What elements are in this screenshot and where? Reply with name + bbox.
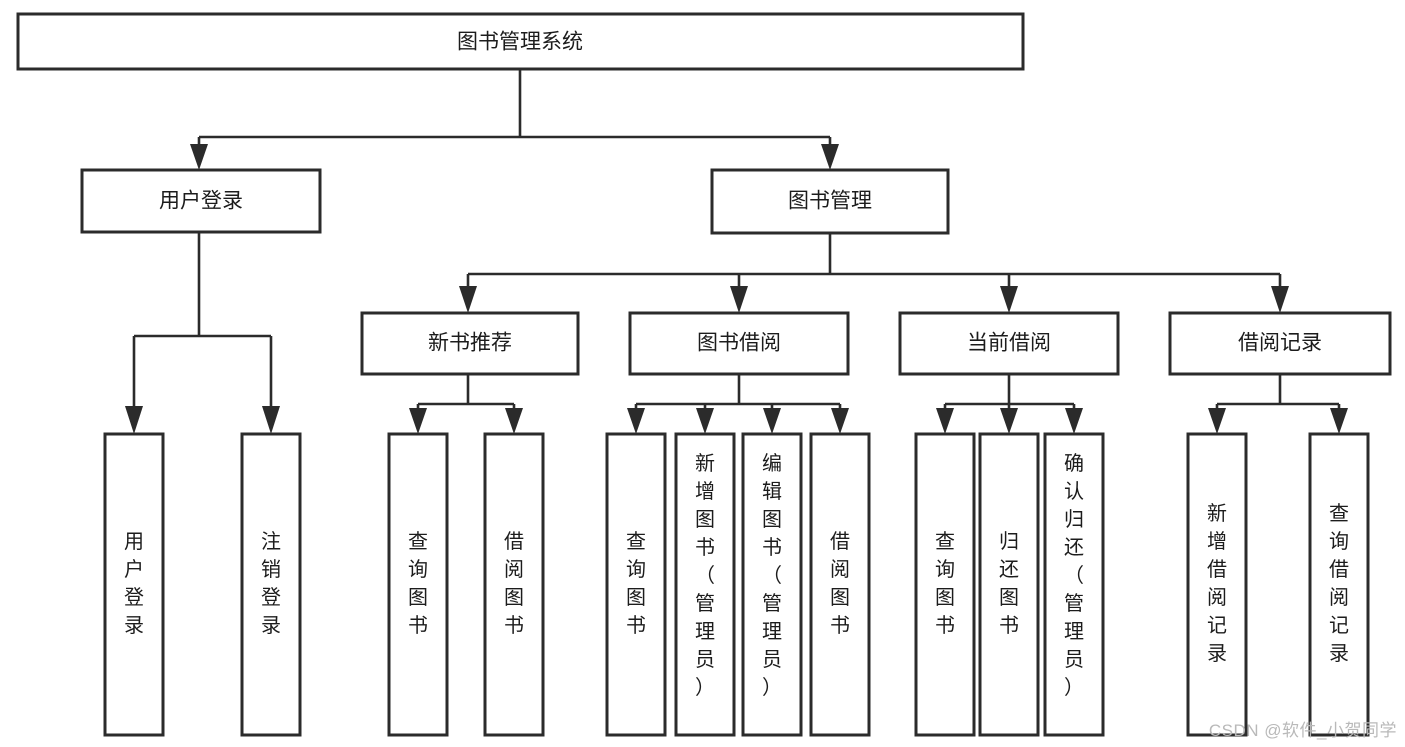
arrow-icon-current-borrow-leaf-1	[936, 408, 954, 434]
node-book-borrow[interactable]: 图书借阅	[628, 311, 850, 376]
leaf-add-book-admin-box[interactable]	[674, 432, 736, 737]
node-root-label: 图书管理系统	[457, 31, 583, 54]
node-new-book-recommend-box[interactable]	[360, 311, 580, 376]
leaf-query-borrow-record-label: 查询借阅记录	[1329, 502, 1349, 665]
node-user-login-label: 用户登录	[159, 190, 243, 213]
node-current-borrow[interactable]: 当前借阅	[898, 311, 1120, 376]
arrow-icon-user-login-leaf-2	[262, 406, 280, 434]
arrow-icon-book-borrow-leaf-4	[831, 408, 849, 434]
leaf-query-book-borrow-box[interactable]	[605, 432, 667, 737]
leaf-user-login-box[interactable]	[103, 432, 165, 737]
arrow-icon-current-borrow-leaf-3	[1065, 408, 1083, 434]
arrow-icon-book-borrow-leaf-2	[696, 408, 714, 434]
arrow-icon-root-to-book-mgmt	[821, 144, 839, 170]
leaf-add-book-admin[interactable]: 新增图书（管理员）	[674, 432, 736, 737]
leaf-borrow-book-label: 借阅图书	[830, 530, 850, 637]
node-book-management-box[interactable]	[710, 168, 950, 235]
arrow-icon-book-borrow-leaf-1	[627, 408, 645, 434]
leaf-edit-book-admin-label: 编辑图书（管理员）	[762, 452, 782, 699]
leaf-return-book[interactable]: 归还图书	[978, 432, 1040, 737]
leaf-borrow-book-new-label: 借阅图书	[504, 530, 524, 637]
node-book-borrow-box[interactable]	[628, 311, 850, 376]
arrow-icon-to-new-book	[459, 286, 477, 313]
node-new-book-recommend-label: 新书推荐	[428, 332, 512, 355]
node-user-login[interactable]: 用户登录	[80, 168, 322, 234]
leaf-logout-login-box[interactable]	[240, 432, 302, 737]
arrow-icon-to-current-borrow	[1000, 286, 1018, 313]
leaf-confirm-return-admin-label: 确认归还（管理员）	[1064, 452, 1084, 699]
arrow-icon-borrow-record-leaf-2	[1330, 408, 1348, 434]
leaf-query-borrow-record[interactable]: 查询借阅记录	[1308, 432, 1370, 737]
leaf-query-book-current-box[interactable]	[914, 432, 976, 737]
leaf-confirm-return-admin[interactable]: 确认归还（管理员）	[1043, 432, 1105, 737]
leaf-node-group: 用户登录 注销登录 查询图书 借阅图书 查询图书 新增图书（管理员）	[103, 432, 1370, 737]
node-current-borrow-label: 当前借阅	[967, 332, 1051, 355]
leaf-query-book-current-label: 查询图书	[935, 530, 955, 637]
leaf-logout-login[interactable]: 注销登录	[240, 432, 302, 737]
leaf-query-book-new[interactable]: 查询图书	[387, 432, 449, 737]
leaf-add-borrow-record-box[interactable]	[1186, 432, 1248, 737]
node-borrow-record[interactable]: 借阅记录	[1168, 311, 1392, 376]
leaf-query-book-new-box[interactable]	[387, 432, 449, 737]
leaf-add-book-admin-label: 新增图书（管理员）	[695, 452, 715, 699]
leaf-query-book-borrow[interactable]: 查询图书	[605, 432, 667, 737]
node-borrow-record-label: 借阅记录	[1238, 332, 1322, 355]
leaf-return-book-label: 归还图书	[999, 530, 1019, 637]
arrow-icon-to-book-borrow	[730, 286, 748, 313]
leaf-add-borrow-record[interactable]: 新增借阅记录	[1186, 432, 1248, 737]
arrow-icon-current-borrow-leaf-2	[1000, 408, 1018, 434]
arrow-icon-book-borrow-leaf-3	[763, 408, 781, 434]
leaf-query-book-borrow-label: 查询图书	[626, 530, 646, 637]
leaf-edit-book-admin[interactable]: 编辑图书（管理员）	[741, 432, 803, 737]
node-book-borrow-label: 图书借阅	[697, 332, 781, 355]
arrow-icon-to-borrow-record	[1271, 286, 1289, 313]
leaf-user-login[interactable]: 用户登录	[103, 432, 165, 737]
leaf-query-book-current[interactable]: 查询图书	[914, 432, 976, 737]
connector-layer	[125, 69, 1348, 434]
node-current-borrow-box[interactable]	[898, 311, 1120, 376]
leaf-borrow-book-new[interactable]: 借阅图书	[483, 432, 545, 737]
leaf-edit-book-admin-box[interactable]	[741, 432, 803, 737]
arrow-icon-new-book-leaf-1	[409, 408, 427, 434]
arrow-icon-borrow-record-leaf-1	[1208, 408, 1226, 434]
node-new-book-recommend[interactable]: 新书推荐	[360, 311, 580, 376]
node-root[interactable]: 图书管理系统	[16, 12, 1025, 71]
node-book-management-label: 图书管理	[788, 190, 872, 213]
leaf-add-borrow-record-label: 新增借阅记录	[1207, 502, 1227, 665]
leaf-query-book-new-label: 查询图书	[408, 530, 428, 637]
leaf-return-book-box[interactable]	[978, 432, 1040, 737]
node-borrow-record-box[interactable]	[1168, 311, 1392, 376]
leaf-user-login-label: 用户登录	[124, 531, 144, 637]
node-root-box[interactable]	[16, 12, 1025, 71]
leaf-borrow-book[interactable]: 借阅图书	[809, 432, 871, 737]
node-book-management[interactable]: 图书管理	[710, 168, 950, 235]
arrow-icon-user-login-leaf-1	[125, 406, 143, 434]
node-user-login-box[interactable]	[80, 168, 322, 234]
arrow-icon-root-to-user-login	[190, 144, 208, 170]
leaf-logout-login-label: 注销登录	[261, 530, 281, 637]
arrow-icon-new-book-leaf-2	[505, 408, 523, 434]
leaf-borrow-book-new-box[interactable]	[483, 432, 545, 737]
leaf-borrow-book-box[interactable]	[809, 432, 871, 737]
leaf-confirm-return-admin-box[interactable]	[1043, 432, 1105, 737]
leaf-query-borrow-record-box[interactable]	[1308, 432, 1370, 737]
